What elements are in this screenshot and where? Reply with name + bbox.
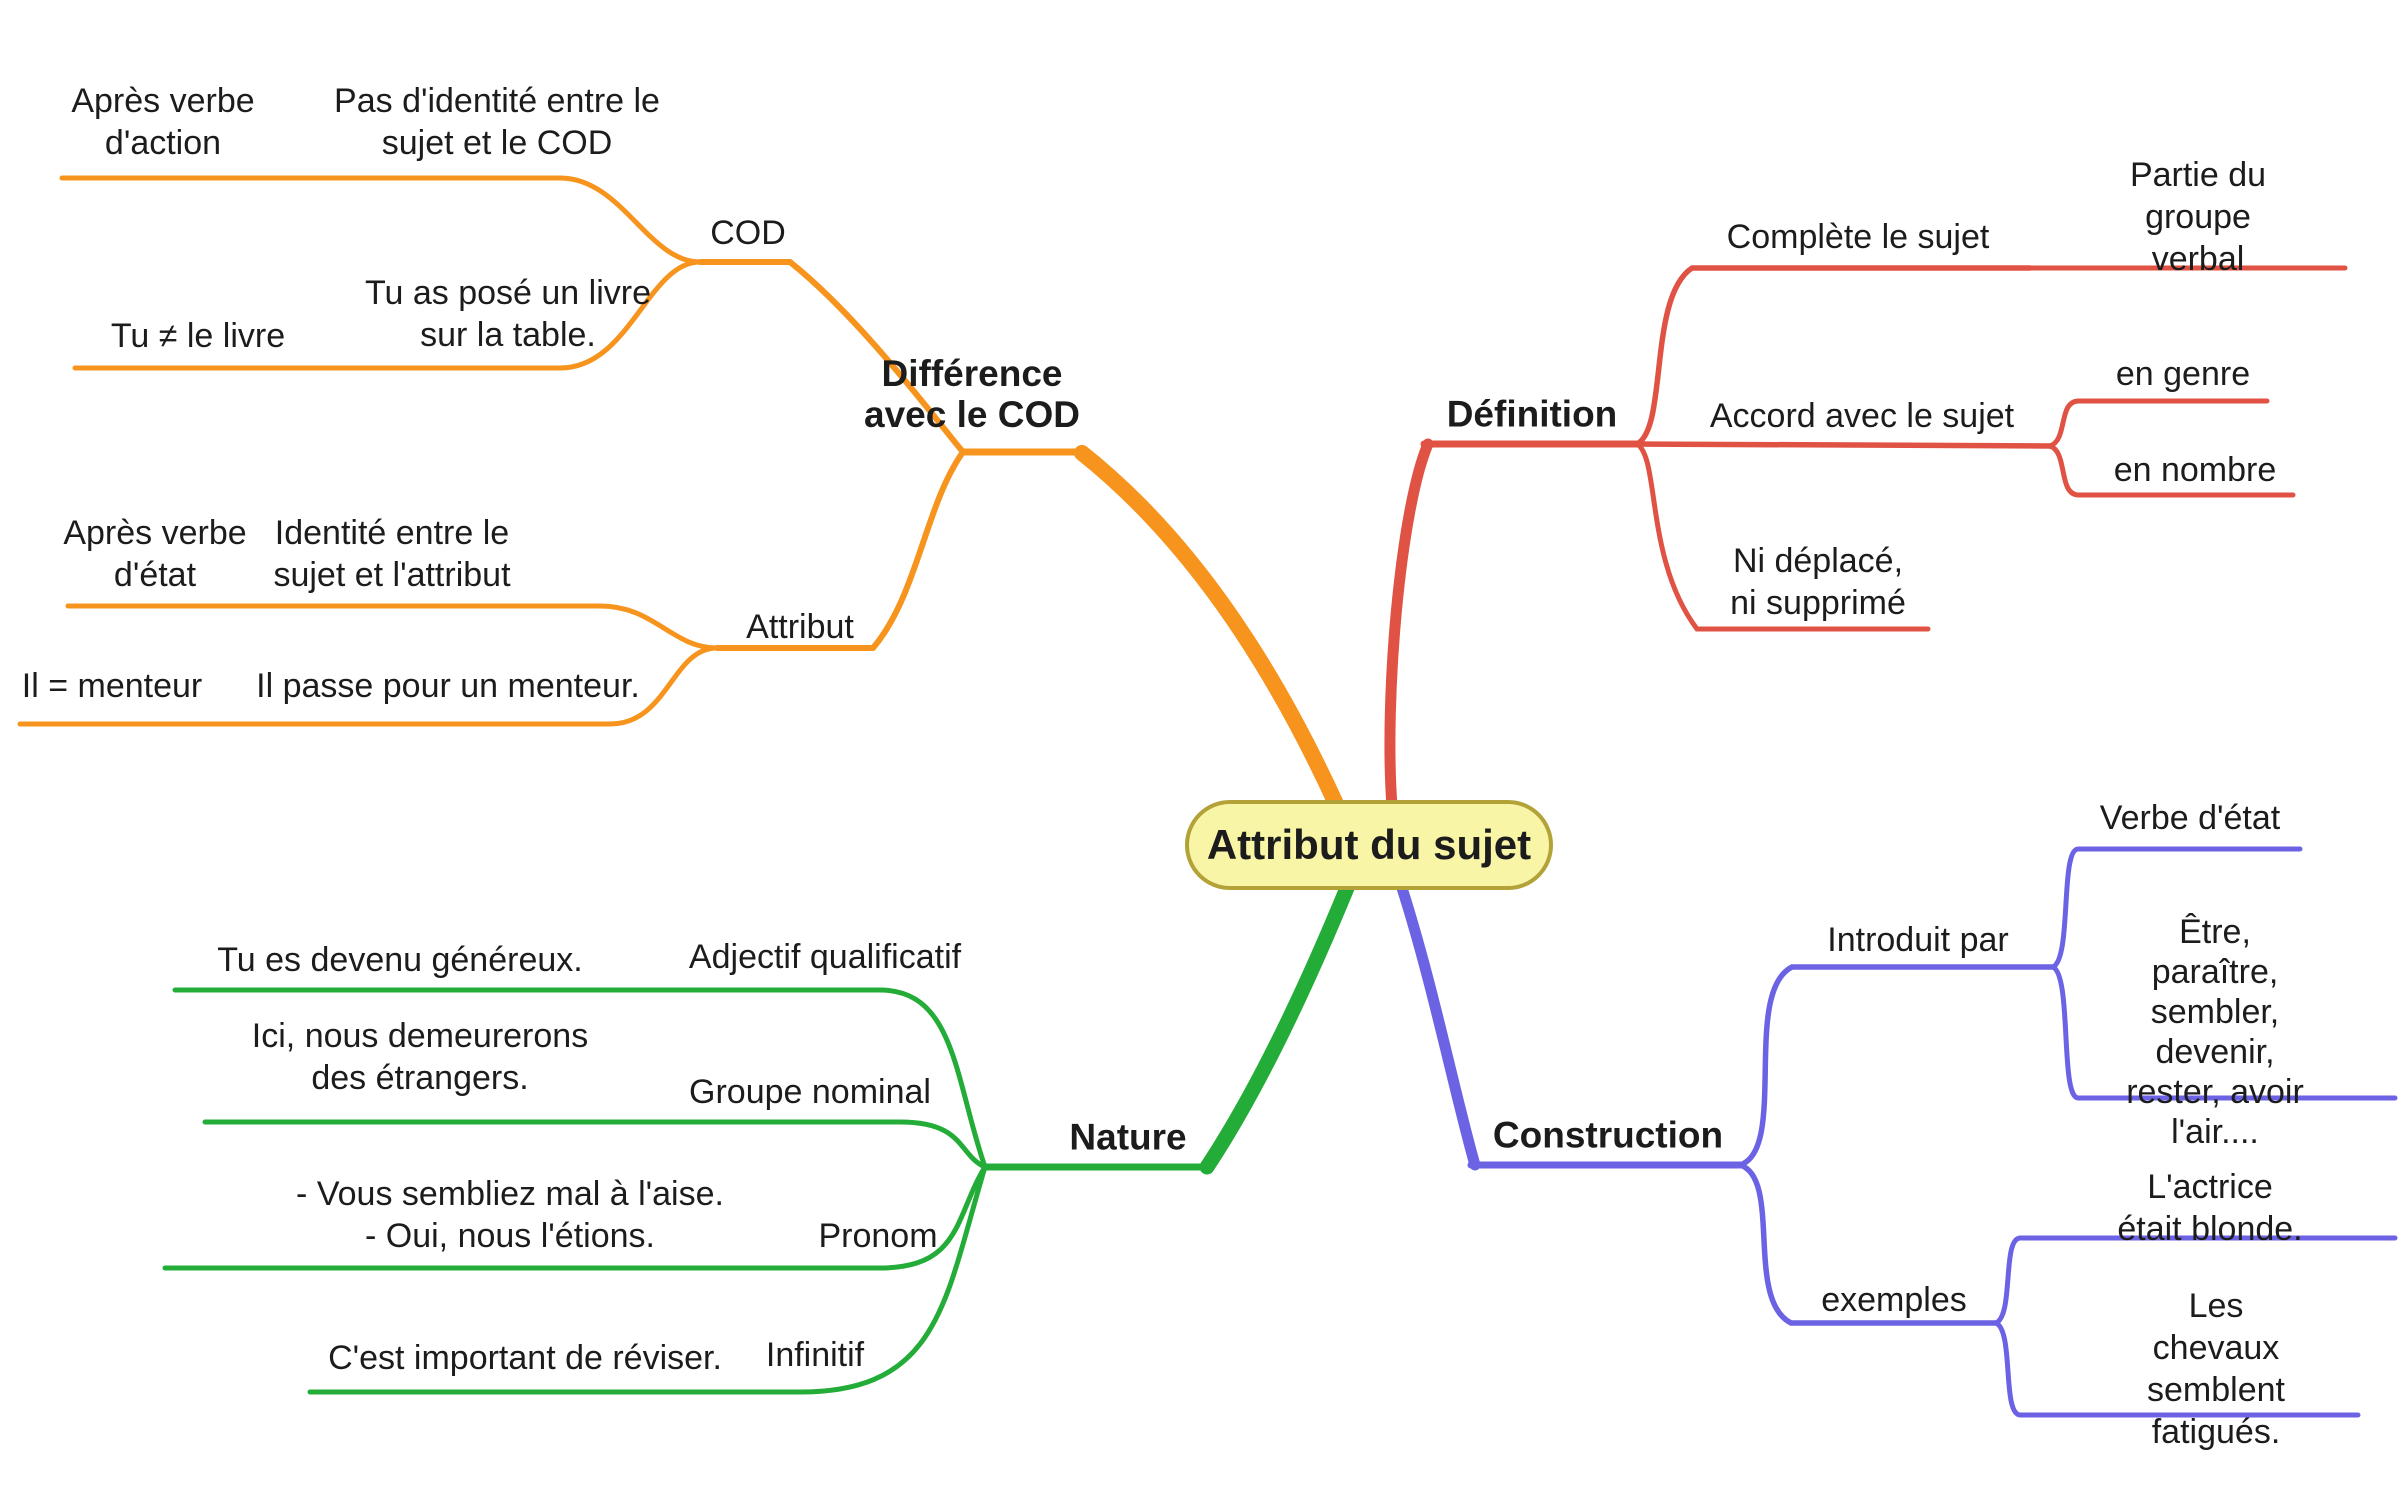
- definition-branch-label: Définition: [1446, 393, 1618, 435]
- exemples-label: exemples: [1821, 1281, 1967, 1319]
- groupe-nominal-example-label: Ici, nous demeurerons des étrangers.: [251, 1017, 589, 1097]
- branch-difference-lines: [17, 175, 1345, 814]
- actrice-line: [1993, 1235, 2398, 1326]
- complete-line: [1634, 265, 2033, 447]
- en-genre-line: [2047, 398, 2270, 449]
- attribut-example-short-label: Il = menteur: [21, 667, 203, 705]
- attribut-example-line: [17, 645, 720, 727]
- ni-deplace-line: [1634, 441, 1931, 632]
- pronom-label: Pronom: [818, 1217, 938, 1255]
- en-genre-label: en genre: [2115, 355, 2251, 393]
- introduit-par-label: Introduit par: [1827, 921, 2009, 959]
- complete-sujet-label: Complète le sujet: [1726, 218, 1990, 256]
- pronom-example-label: - Vous sembliez mal à l'aise. - Oui, nou…: [296, 1175, 724, 1255]
- infinitif-line: [307, 1164, 988, 1395]
- cod-connector-line: [787, 259, 966, 455]
- partie-groupe-verbal-label: Partie du groupe verbal: [2129, 156, 2267, 278]
- groupe-nominal-label: Groupe nominal: [689, 1073, 931, 1111]
- verbe-etat-line: [2050, 846, 2303, 970]
- verbes-liste-label: Être, paraître, sembler, devenir, rester…: [2126, 913, 2304, 1151]
- difference-branch-label: Différence avec le COD: [864, 353, 1080, 435]
- etre-paraitre-line: [2050, 964, 2398, 1101]
- branch-definition-lines: [1384, 265, 2348, 812]
- adjectif-label: Adjectif qualificatif: [688, 938, 962, 976]
- cod-example-label: Tu as posé un livre sur la table.: [365, 274, 651, 354]
- ni-deplace-label: Ni déplacé, ni supprimé: [1730, 542, 1906, 622]
- attribut-connector-line: [870, 449, 966, 651]
- introduit-line: [1737, 964, 2056, 1168]
- cod-rule-line: [59, 175, 703, 265]
- cod-criteria-label: Après verbe d'action: [71, 82, 255, 162]
- pronom-line: [162, 1164, 988, 1271]
- groupe-nominal-line: [202, 1119, 988, 1170]
- infinitif-label: Infinitif: [765, 1336, 865, 1374]
- en-nombre-line: [2047, 443, 2296, 498]
- infinitif-example-label: C'est important de réviser.: [328, 1339, 722, 1377]
- attribut-rule-label: Identité entre le sujet et l'attribut: [273, 514, 511, 594]
- exemple-actrice-label: L'actrice était blonde.: [2117, 1168, 2303, 1248]
- definition-trunk-line: [1384, 438, 1434, 812]
- adjectif-line: [172, 987, 988, 1170]
- attribut-criteria-label: Après verbe d'état: [63, 514, 247, 594]
- exemples-line: [1737, 1162, 1999, 1326]
- central-topic-node: Attribut du sujet: [1185, 800, 1553, 890]
- nature-trunk-line: [1199, 880, 1355, 1175]
- construction-trunk-line: [1396, 882, 1481, 1171]
- nature-branch-label: Nature: [1069, 1116, 1187, 1158]
- accord-sujet-label: Accord avec le sujet: [1709, 397, 2015, 435]
- adjectif-example-label: Tu es devenu généreux.: [217, 941, 583, 979]
- attribut-node-label: Attribut: [746, 608, 854, 646]
- branch-construction-lines: [1396, 846, 2398, 1418]
- attribut-rule-line: [65, 603, 720, 651]
- verbe-etat-label: Verbe d'état: [2099, 799, 2281, 837]
- construction-branch-label: Construction: [1492, 1114, 1724, 1156]
- attribut-example-label: Il passe pour un menteur.: [256, 667, 640, 705]
- accord-line: [1634, 441, 2053, 449]
- exemple-chevaux-label: Les chevaux semblent fatigués.: [2147, 1287, 2285, 1451]
- cod-rule-label: Pas d'identité entre le sujet et le COD: [334, 82, 660, 162]
- difference-trunk-line: [1074, 445, 1345, 814]
- cod-example-short-label: Tu ≠ le livre: [110, 317, 286, 355]
- cod-node-label: COD: [710, 214, 786, 252]
- branch-nature-lines: [162, 880, 1355, 1395]
- chevaux-line: [1993, 1320, 2361, 1418]
- cod-example-line: [72, 259, 703, 371]
- en-nombre-label: en nombre: [2113, 451, 2277, 489]
